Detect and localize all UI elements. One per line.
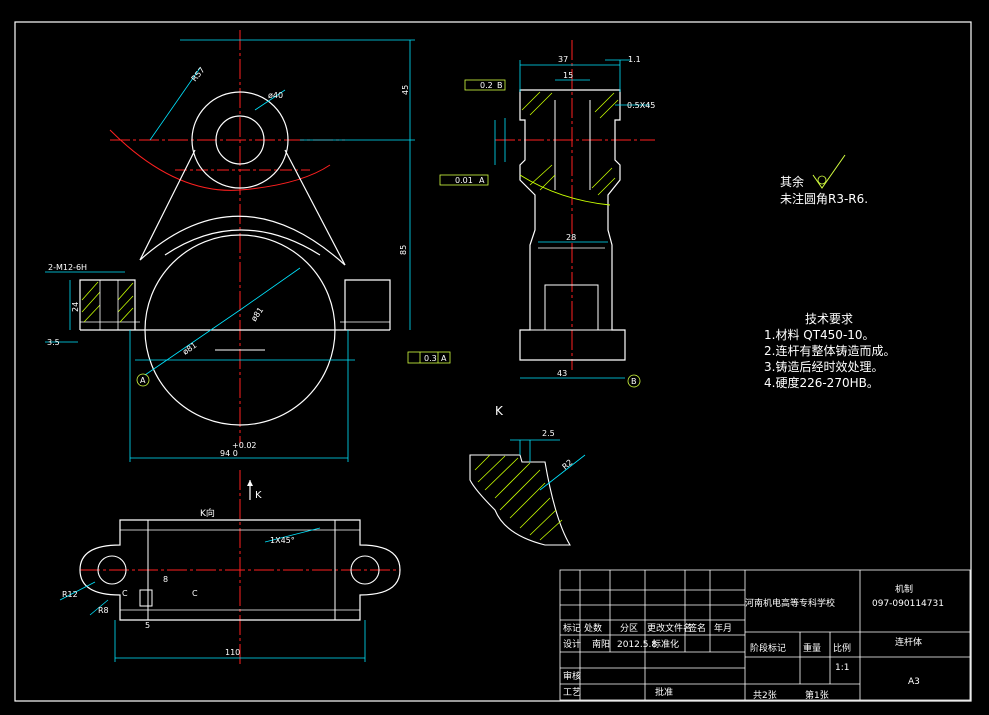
tol-perp: 0.2 (480, 81, 493, 90)
tech-title: 技术要求 (805, 312, 853, 326)
dim-w110: 110 (225, 648, 240, 657)
approve-label: 批准 (655, 686, 673, 698)
sheet-no: 第1张 (805, 689, 829, 701)
row-label-file: 更改文件名 (647, 622, 692, 634)
dim-chamfer-1: 1X45° (270, 536, 295, 545)
total-sheets: 共2张 (753, 690, 777, 701)
part-name: 连杆体 (895, 636, 922, 648)
note-rest: 其余 (780, 174, 804, 189)
parallel-tol-frame-2 (439, 174, 489, 186)
dim-r2: R2 (561, 458, 575, 472)
tech-item-3: 3.铸造后经时效处理。 (764, 359, 883, 374)
paper-size: A3 (908, 677, 920, 687)
small-end-bore (215, 115, 265, 165)
dim-r12: R12 (62, 590, 78, 599)
dim-h8: 8 (163, 575, 168, 584)
dim-w43: 43 (557, 369, 567, 378)
c-mark-2: C (192, 589, 198, 598)
title-block-grid (559, 569, 971, 701)
c-mark-1: C (122, 589, 128, 598)
tech-item-2: 2.连杆有整体铸造而成。 (764, 343, 895, 358)
dim-r57: R57 (190, 65, 207, 83)
drawing-code: 097-090114731 (872, 599, 944, 609)
tol-par2: 0.01 (455, 176, 473, 185)
row-label-zone: 分区 (620, 623, 638, 634)
std-label: 标准化 (652, 638, 679, 650)
bottom-view (59, 470, 401, 665)
parallel-tol-frame (407, 351, 451, 364)
scale-label: 比例 (833, 642, 851, 654)
dim-w28: 28 (566, 233, 576, 242)
note-fillet: 未注圆角R3-R6. (780, 191, 868, 206)
row-label-sign: 签名 (688, 622, 706, 634)
dim-d40: ø40 (268, 91, 283, 100)
tech-item-1: 1.材料 QT450-10。 (764, 328, 875, 342)
dim-w94-tol: +0.02 (232, 441, 257, 450)
small-end-boss (191, 91, 289, 189)
side-view (439, 40, 655, 388)
scale-value: 1:1 (835, 663, 849, 673)
row-label-mark: 标记 (563, 622, 581, 634)
design-date: 2012.5.8 (617, 640, 657, 650)
tol-par1: 0.3 (424, 354, 437, 363)
dim-w37: 37 (558, 55, 568, 64)
view-k-dir-label: K向 (200, 507, 215, 519)
tol-perp-ref: B (497, 81, 503, 90)
dim-w94: 94 0 (220, 449, 238, 458)
weight-label: 重量 (803, 642, 821, 654)
tol-par1-ref: A (441, 354, 447, 363)
drawn-label: 机制 (895, 583, 913, 595)
stage-label: 阶段标记 (750, 642, 786, 654)
row-label-date: 年月 (714, 622, 732, 634)
section-a-label: A (140, 376, 146, 385)
dim-k-2-5: 2.5 (542, 429, 555, 438)
tol-par2-ref: A (479, 176, 485, 185)
row-label-count: 处数 (584, 622, 602, 634)
dim-h85: 85 (399, 245, 408, 255)
dim-h24: 24 (71, 302, 80, 312)
dim-w1: 1.1 (628, 55, 641, 64)
designer: 南阳 (592, 638, 610, 650)
dim-w15: 15 (563, 71, 573, 80)
dim-3-5: 3.5 (47, 338, 60, 347)
dim-h45: 45 (401, 85, 410, 95)
tech-item-4: 4.硬度226-270HB。 (764, 375, 879, 390)
design-label: 设计 (563, 638, 581, 650)
perp-tol-frame (464, 79, 506, 91)
dim-d81b: ø81 (181, 341, 199, 357)
roughness-symbol (812, 154, 846, 189)
school-name: 河南机电高等专科学校 (745, 597, 835, 609)
dim-h5: 5 (145, 621, 150, 630)
view-k-arrow-label: K (255, 490, 262, 501)
dim-chamfer-05: 0.5X45 (627, 101, 655, 110)
detail-k-view (469, 439, 586, 546)
front-view (45, 30, 451, 462)
check-label: 审核 (563, 670, 581, 682)
drawing-frame (14, 21, 972, 702)
dim-m12: 2-M12-6H (48, 263, 87, 272)
process-label: 工艺 (563, 687, 581, 698)
detail-k-label: K (495, 404, 504, 418)
section-b-label: B (631, 377, 637, 386)
dim-r8: R8 (98, 606, 109, 615)
dim-d81: ø81 (249, 306, 265, 324)
